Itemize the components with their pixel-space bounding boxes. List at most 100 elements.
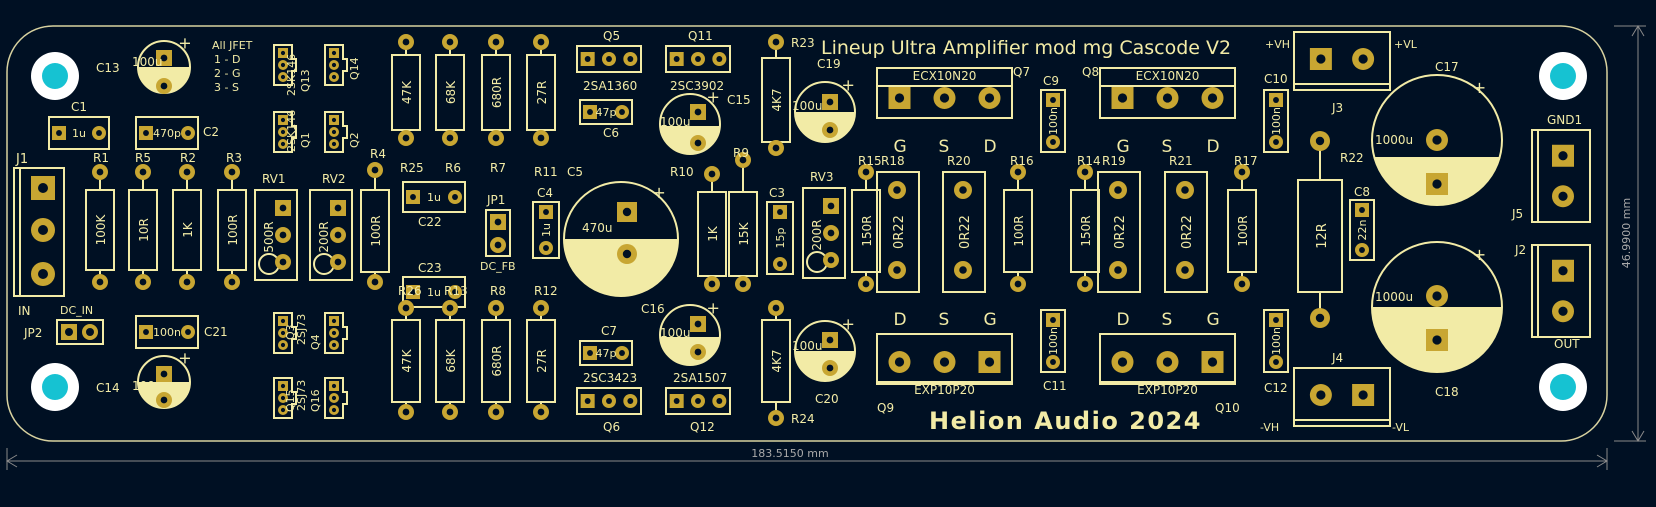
svg-text:G: G bbox=[894, 137, 907, 157]
terminal-j4: J4 bbox=[1293, 351, 1391, 427]
svg-text:27R: 27R bbox=[535, 349, 549, 373]
svg-text:C20: C20 bbox=[815, 392, 839, 406]
jfet-q4: Q4 bbox=[309, 312, 348, 354]
svg-text:100u: 100u bbox=[132, 379, 163, 393]
svg-text:Q5: Q5 bbox=[603, 29, 620, 43]
svg-text:R11: R11 bbox=[534, 165, 558, 179]
svg-text:+VH: +VH bbox=[1265, 38, 1290, 51]
svg-text:OUT: OUT bbox=[1554, 337, 1580, 351]
svg-text:1 - D: 1 - D bbox=[214, 53, 240, 66]
svg-text:R22: R22 bbox=[1340, 151, 1364, 165]
svg-text:100u: 100u bbox=[792, 339, 823, 353]
svg-text:D: D bbox=[1117, 310, 1130, 330]
svg-text:0R22: 0R22 bbox=[1180, 215, 1195, 249]
svg-text:C4: C4 bbox=[537, 186, 553, 200]
svg-text:2 - G: 2 - G bbox=[214, 67, 241, 80]
svg-text:EXP10P20: EXP10P20 bbox=[1137, 383, 1198, 397]
svg-text:Q6: Q6 bbox=[603, 420, 620, 434]
svg-text:JP2: JP2 bbox=[23, 326, 42, 340]
svg-text:S: S bbox=[1162, 310, 1173, 330]
mounting-hole-br bbox=[1539, 363, 1587, 411]
svg-text:4K7: 4K7 bbox=[770, 88, 784, 111]
svg-text:GND1: GND1 bbox=[1547, 113, 1582, 127]
svg-text:100R: 100R bbox=[1236, 215, 1250, 246]
mounting-hole-tr bbox=[1539, 52, 1587, 100]
svg-text:100u: 100u bbox=[660, 326, 691, 340]
svg-text:R24: R24 bbox=[791, 412, 815, 426]
svg-text:100n: 100n bbox=[153, 326, 181, 339]
svg-text:+: + bbox=[842, 314, 855, 333]
jfet-q15: Q15 bbox=[273, 377, 297, 419]
svg-text:100n: 100n bbox=[1047, 327, 1060, 355]
svg-text:RV2: RV2 bbox=[322, 172, 346, 186]
svg-text:C13: C13 bbox=[96, 61, 120, 75]
svg-text:J5: J5 bbox=[1511, 207, 1523, 221]
svg-text:-VH: -VH bbox=[1260, 421, 1279, 434]
svg-text:2SK146: 2SK146 bbox=[285, 54, 298, 96]
svg-text:C8: C8 bbox=[1354, 185, 1370, 199]
svg-text:Q8: Q8 bbox=[1082, 65, 1099, 79]
svg-text:C15: C15 bbox=[727, 93, 751, 107]
svg-text:200R: 200R bbox=[810, 219, 824, 250]
svg-text:2SA1507: 2SA1507 bbox=[673, 371, 727, 385]
svg-text:C7: C7 bbox=[601, 324, 617, 338]
height-dimension-label: 46.9900 mm bbox=[1620, 198, 1633, 268]
svg-text:680R: 680R bbox=[490, 345, 504, 376]
connector-j1: J1 IN bbox=[13, 152, 65, 318]
svg-text:15K: 15K bbox=[737, 221, 751, 245]
terminal-j5: GND1 bbox=[1531, 113, 1591, 223]
svg-text:2SK146: 2SK146 bbox=[285, 110, 298, 152]
svg-text:470p: 470p bbox=[153, 127, 181, 140]
jumper-jp2: DC_IN JP2 bbox=[23, 304, 104, 345]
svg-text:4K7: 4K7 bbox=[770, 349, 784, 372]
svg-text:C1: C1 bbox=[71, 100, 87, 114]
svg-text:Q3: Q3 bbox=[284, 324, 297, 340]
svg-text:100R: 100R bbox=[1012, 215, 1026, 246]
svg-text:100u: 100u bbox=[660, 115, 691, 129]
svg-text:C14: C14 bbox=[96, 381, 120, 395]
svg-text:R21: R21 bbox=[1169, 154, 1193, 168]
svg-text:47p: 47p bbox=[596, 106, 617, 119]
svg-text:J2: J2 bbox=[1514, 243, 1526, 257]
svg-text:R25: R25 bbox=[400, 161, 424, 175]
svg-text:Q1: Q1 bbox=[299, 132, 312, 148]
terminal-j3: J3 bbox=[1293, 31, 1391, 115]
svg-text:+: + bbox=[842, 75, 855, 94]
svg-text:G: G bbox=[984, 310, 997, 330]
width-dimension: 183.5150 mm bbox=[6, 447, 1608, 470]
svg-text:S: S bbox=[1162, 137, 1173, 157]
svg-text:R8: R8 bbox=[490, 284, 506, 298]
svg-text:R19: R19 bbox=[1102, 154, 1126, 168]
svg-text:1u: 1u bbox=[72, 127, 86, 140]
svg-text:J3: J3 bbox=[1331, 101, 1343, 115]
svg-text:S: S bbox=[939, 137, 950, 157]
svg-text:47p: 47p bbox=[596, 347, 617, 360]
svg-text:+: + bbox=[707, 87, 720, 106]
svg-text:Q13: Q13 bbox=[299, 69, 312, 92]
svg-text:RV3: RV3 bbox=[810, 170, 834, 184]
